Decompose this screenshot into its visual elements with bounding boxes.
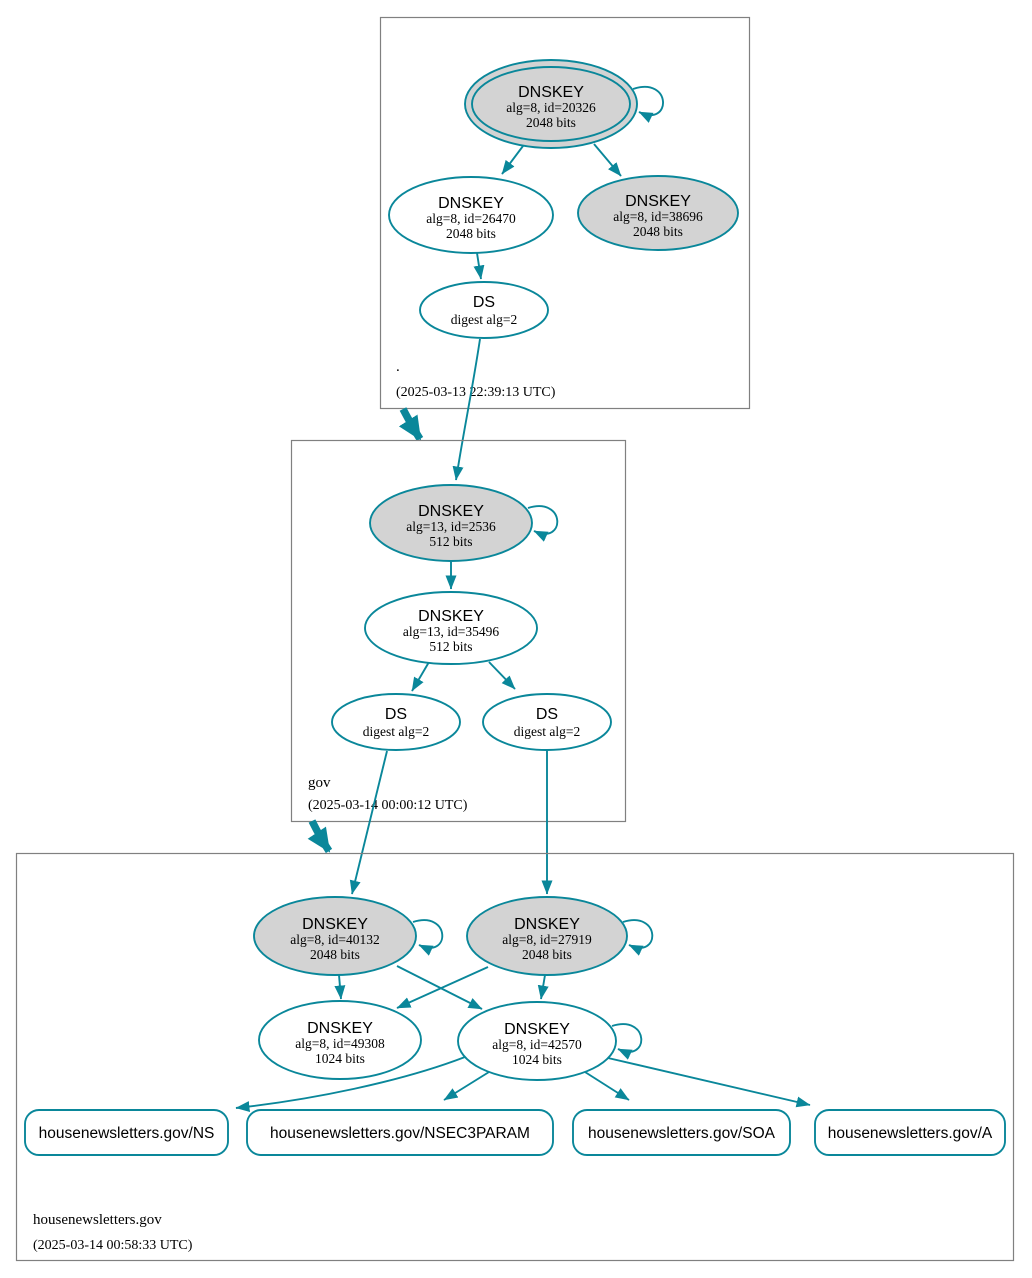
zone-box-housenewsletters <box>15 852 1015 1262</box>
delegation-arrow-gov-to-hn <box>307 819 333 854</box>
self-sign-loop-27919 <box>622 919 654 956</box>
dnskey-node-2536[interactable]: DNSKEY alg=13, id=2536 512 bits <box>369 484 533 562</box>
rrset-box-a[interactable]: housenewsletters.gov/A <box>814 1109 1006 1156</box>
dnskey-title: DNSKEY <box>504 1021 570 1038</box>
dnskey-title: DNSKEY <box>307 1020 373 1037</box>
rrsig-edge-42570-a <box>607 1057 811 1108</box>
rrset-label: housenewsletters.gov/NS <box>39 1125 215 1142</box>
rrsig-edge-42570-nsec3param <box>443 1071 490 1101</box>
dnskey-bits: 2048 bits <box>522 947 572 962</box>
zone-root: . (2025-03-13 22:39:13 UTC) DNSKEY alg=8… <box>379 16 751 481</box>
self-sign-loop-40132 <box>412 919 444 956</box>
zone-gov: gov (2025-03-14 00:00:12 UTC) DNSKEY alg… <box>290 439 627 895</box>
dnskey-detail: alg=8, id=20326 <box>506 100 596 115</box>
dnskey-bits: 512 bits <box>429 534 472 549</box>
rrsig-edge-26470-ds <box>473 252 485 280</box>
rrsig-edge-20326-26470 <box>501 145 524 175</box>
dnskey-bits: 2048 bits <box>310 947 360 962</box>
dnskey-detail: alg=8, id=27919 <box>502 932 592 947</box>
ds-edge-gov-to-hn-40132 <box>349 750 388 895</box>
ds-detail: digest alg=2 <box>363 724 429 739</box>
zone-label-gov: gov <box>308 775 331 791</box>
dnskey-bits: 1024 bits <box>315 1051 365 1066</box>
rrset-label: housenewsletters.gov/A <box>828 1125 993 1142</box>
dnskey-title: DNSKEY <box>625 193 691 210</box>
dnskey-detail: alg=8, id=26470 <box>426 211 516 226</box>
dnskey-node-27919[interactable]: DNSKEY alg=8, id=27919 2048 bits <box>466 896 628 976</box>
rrset-label: housenewsletters.gov/SOA <box>588 1125 776 1142</box>
zone-box-gov <box>290 439 627 823</box>
self-sign-loop-42570 <box>611 1023 643 1060</box>
ds-detail: digest alg=2 <box>451 312 517 327</box>
rrsig-edge-35496-ds-left <box>411 661 430 692</box>
ds-title: DS <box>536 706 558 723</box>
zone-box-root <box>379 16 751 410</box>
dnskey-node-26470[interactable]: DNSKEY alg=8, id=26470 2048 bits <box>388 176 554 254</box>
dnskey-bits: 2048 bits <box>633 224 683 239</box>
dnskey-detail: alg=8, id=38696 <box>613 209 703 224</box>
zone-timestamp-root: (2025-03-13 22:39:13 UTC) <box>396 385 556 400</box>
zone-housenewsletters: housenewsletters.gov (2025-03-14 00:58:3… <box>15 852 1015 1262</box>
dnskey-node-35496[interactable]: DNSKEY alg=13, id=35496 512 bits <box>364 591 538 665</box>
dnskey-node-49308[interactable]: DNSKEY alg=8, id=49308 1024 bits <box>258 1000 422 1080</box>
dnskey-node-38696[interactable]: DNSKEY alg=8, id=38696 2048 bits <box>577 175 739 251</box>
dnskey-detail: alg=13, id=35496 <box>403 624 499 639</box>
ds-edge-root-to-gov-ksk <box>452 338 481 481</box>
rrsig-edge-20326-38696 <box>593 143 622 177</box>
rrset-box-soa[interactable]: housenewsletters.gov/SOA <box>572 1109 791 1156</box>
rrsig-edge-27919-49308 <box>396 966 489 1009</box>
ds-node-gov-left[interactable]: DS digest alg=2 <box>331 693 461 751</box>
dnskey-bits: 2048 bits <box>446 226 496 241</box>
rrsig-edge-40132-49308 <box>334 974 346 1000</box>
dnskey-node-42570[interactable]: DNSKEY alg=8, id=42570 1024 bits <box>457 1001 617 1081</box>
dnskey-detail: alg=8, id=49308 <box>295 1036 385 1051</box>
dnskey-node-20326[interactable]: DNSKEY alg=8, id=20326 2048 bits <box>464 59 638 149</box>
ds-title: DS <box>385 706 407 723</box>
rrset-label: housenewsletters.gov/NSEC3PARAM <box>270 1125 530 1142</box>
dnskey-bits: 2048 bits <box>526 115 576 130</box>
dnskey-bits: 512 bits <box>429 639 472 654</box>
dnskey-title: DNSKEY <box>418 503 484 520</box>
ds-node-root[interactable]: DS digest alg=2 <box>419 281 549 339</box>
delegation-arrow-root-to-gov <box>398 407 424 442</box>
ds-node-gov-right[interactable]: DS digest alg=2 <box>482 693 612 751</box>
self-sign-loop-20326 <box>632 86 664 123</box>
rrsig-edge-27919-42570 <box>537 974 549 1000</box>
self-sign-loop-2536 <box>527 505 559 542</box>
ds-detail: digest alg=2 <box>514 724 580 739</box>
rrsig-edge-42570-soa <box>584 1071 630 1101</box>
dnskey-detail: alg=8, id=42570 <box>492 1037 582 1052</box>
rrsig-edge-40132-42570 <box>396 965 483 1010</box>
dnskey-title: DNSKEY <box>514 916 580 933</box>
zone-label-housenewsletters: housenewsletters.gov <box>33 1212 162 1228</box>
dnskey-bits: 1024 bits <box>512 1052 562 1067</box>
dnskey-detail: alg=8, id=40132 <box>290 932 379 947</box>
dnskey-title: DNSKEY <box>438 195 504 212</box>
dnskey-title: DNSKEY <box>418 608 484 625</box>
dnskey-title: DNSKEY <box>302 916 368 933</box>
rrset-box-ns[interactable]: housenewsletters.gov/NS <box>24 1109 229 1156</box>
dnskey-title: DNSKEY <box>518 84 584 101</box>
zone-label-root: . <box>396 359 400 375</box>
dnskey-detail: alg=13, id=2536 <box>406 519 496 534</box>
zone-timestamp-housenewsletters: (2025-03-14 00:58:33 UTC) <box>33 1238 193 1253</box>
rrset-box-nsec3param[interactable]: housenewsletters.gov/NSEC3PARAM <box>246 1109 554 1156</box>
rrsig-edge-42570-ns <box>235 1056 466 1113</box>
zone-timestamp-gov: (2025-03-14 00:00:12 UTC) <box>308 798 468 813</box>
rrsig-edge-35496-ds-right <box>488 661 516 690</box>
dnskey-node-40132[interactable]: DNSKEY alg=8, id=40132 2048 bits <box>253 896 417 976</box>
ds-title: DS <box>473 294 495 311</box>
